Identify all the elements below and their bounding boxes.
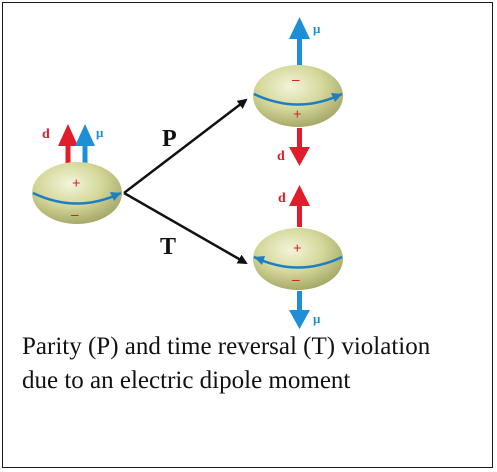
parity-transform-arrow xyxy=(123,98,248,194)
label-mu-bottom: μ xyxy=(313,311,321,326)
spin-direction-top-icon xyxy=(331,93,342,102)
plus-sign-top: + xyxy=(293,107,302,123)
plus-sign-bottom: + xyxy=(293,241,302,257)
sphere-bottom-right xyxy=(253,228,343,290)
dipole-arrow-down xyxy=(289,128,310,166)
minus-sign-top: – xyxy=(291,72,300,88)
dipole-arrow-up xyxy=(58,124,78,175)
label-d-bottom: d xyxy=(278,191,286,206)
label-d-top: d xyxy=(277,149,285,164)
label-d-left: d xyxy=(42,127,50,142)
magnetic-moment-arrow-up xyxy=(75,124,95,175)
spin-direction-bottom-icon xyxy=(254,256,265,265)
magnetic-moment-arrow-up xyxy=(289,17,310,66)
particle-original: d μ + – xyxy=(32,124,122,224)
spin-direction-left-icon xyxy=(110,192,121,201)
sphere-left xyxy=(32,162,122,224)
label-mu-top: μ xyxy=(313,21,321,36)
particle-after-parity: μ – + d xyxy=(253,17,343,166)
plus-sign-left: + xyxy=(72,176,81,192)
label-time-reversal: T xyxy=(160,234,176,260)
label-parity: P xyxy=(162,126,177,152)
minus-sign-bottom: – xyxy=(291,272,300,288)
time-reversal-transform-arrow xyxy=(123,191,248,265)
magnetic-moment-arrow-down xyxy=(289,291,310,329)
minus-sign-left: – xyxy=(70,207,79,223)
sphere-top-right xyxy=(253,65,343,127)
figure-caption: Parity (P) and time reversal (T) violati… xyxy=(22,333,431,394)
figure-frame xyxy=(2,2,493,468)
particle-after-time-reversal: d + – μ xyxy=(253,185,343,329)
label-mu-left: μ xyxy=(96,125,104,140)
dipole-arrow-up xyxy=(289,185,310,227)
